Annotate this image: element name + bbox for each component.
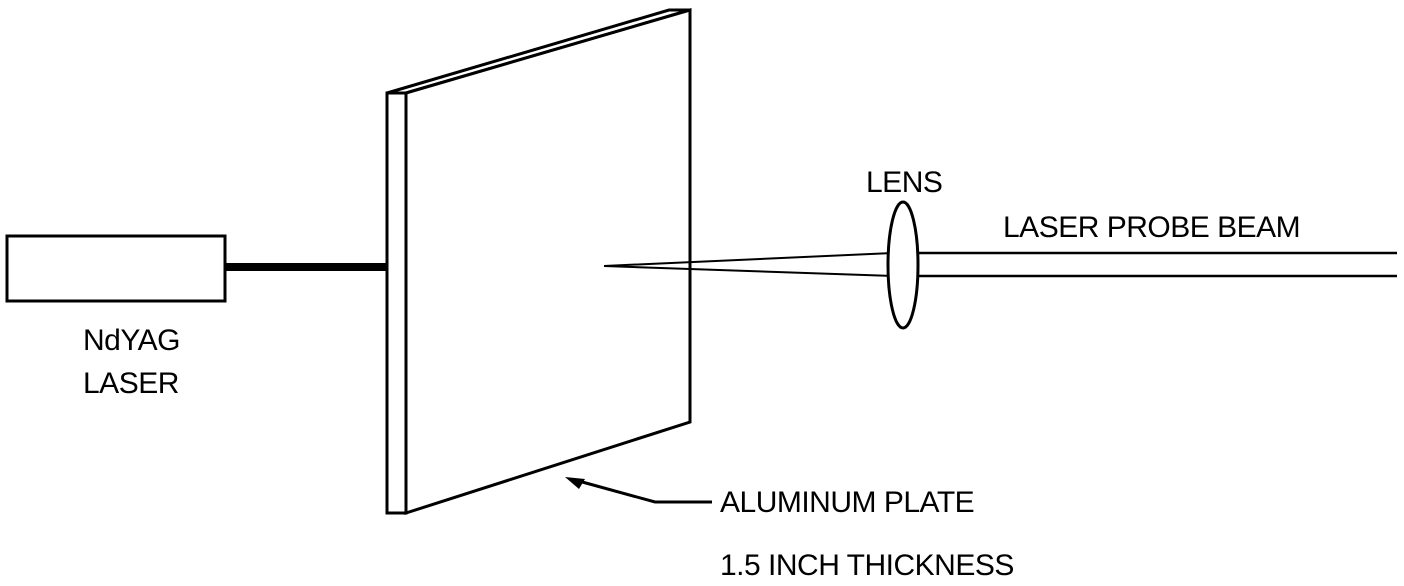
laser-label-line2: LASER <box>83 367 179 400</box>
pointer-line <box>574 478 712 504</box>
plate-edge-face <box>385 91 408 515</box>
pointer-arrowhead <box>565 477 585 489</box>
probe-beam-collimated <box>918 251 1397 278</box>
laser-housing <box>5 234 227 303</box>
lens-label: LENS <box>866 166 942 199</box>
probe-beam-cone <box>603 252 894 277</box>
lens <box>886 200 920 330</box>
aluminum-plate <box>385 7 692 516</box>
plate-label-line1: ALUMINUM PLATE <box>720 486 974 519</box>
laser-label-line1: NdYAG <box>83 324 180 357</box>
probe-beam-label: LASER PROBE BEAM <box>1003 211 1300 244</box>
plate-label-line2: 1.5 INCH THICKNESS <box>720 549 1014 582</box>
plate-pointer-arrow <box>565 477 712 504</box>
excitation-beam <box>225 263 388 271</box>
ndyag-laser: NdYAG LASER <box>5 234 227 400</box>
plate-front-face <box>404 7 692 516</box>
